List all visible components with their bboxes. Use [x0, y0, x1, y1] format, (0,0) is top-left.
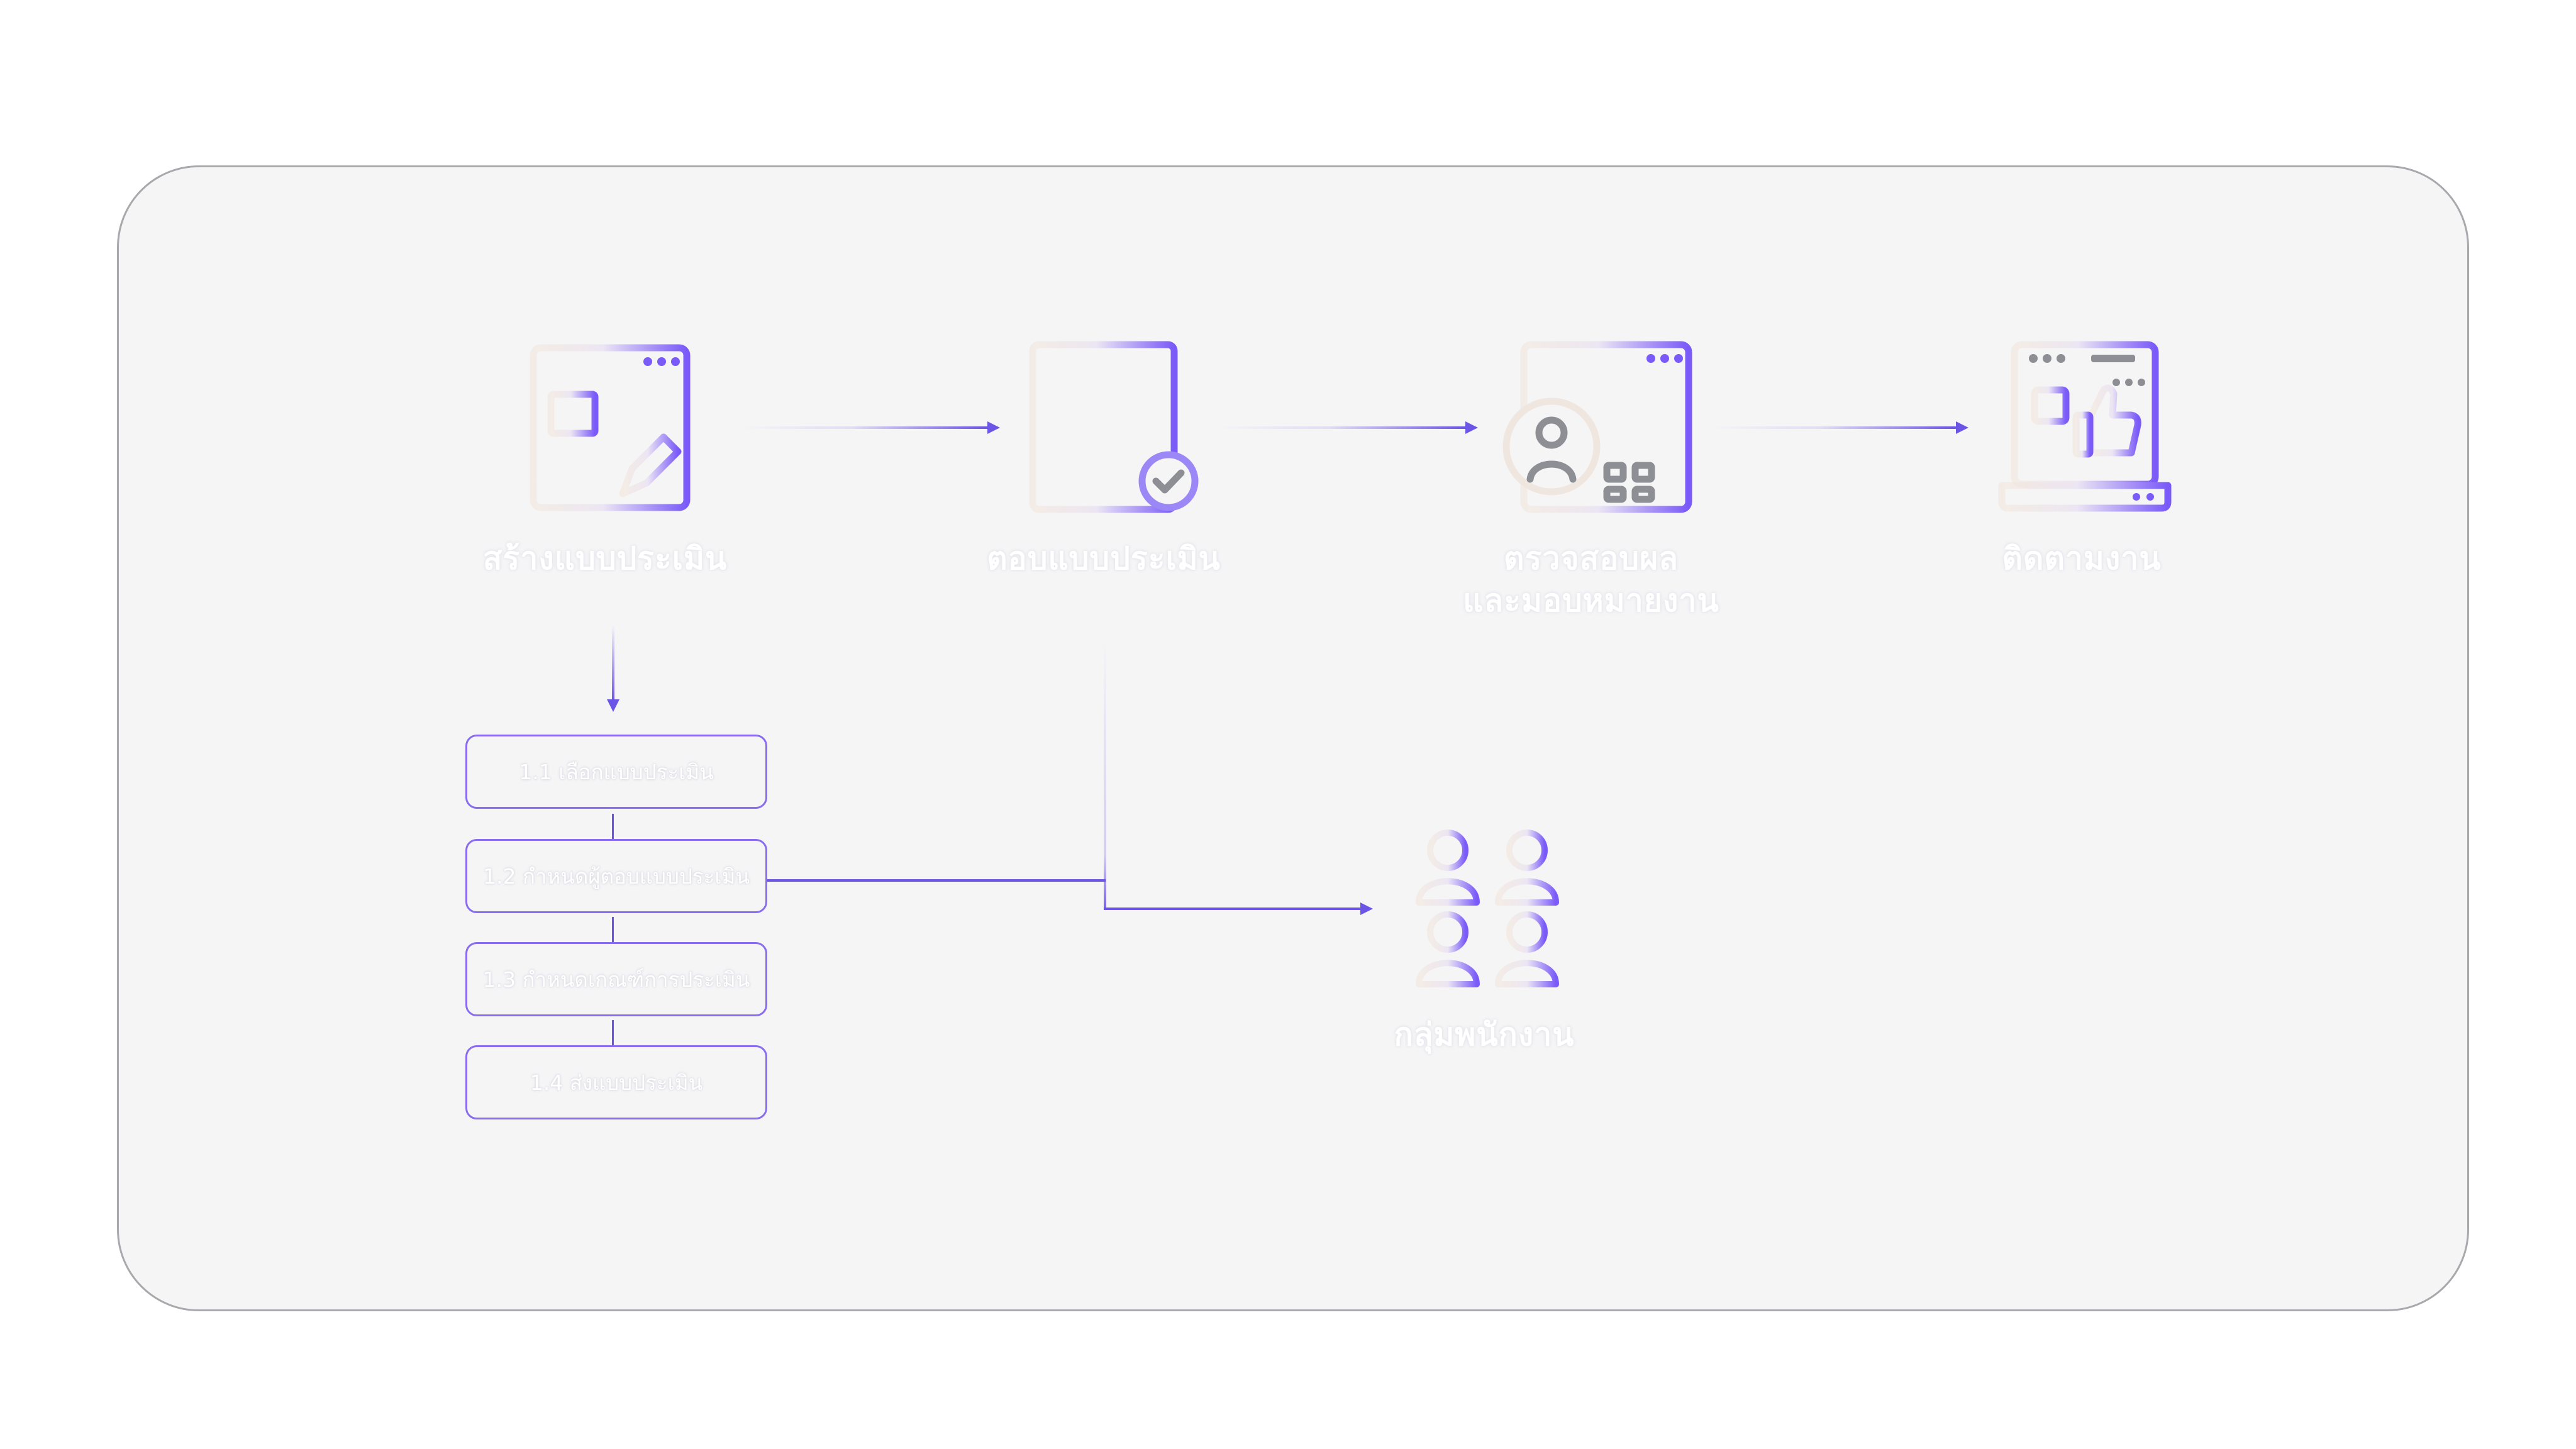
- substep-select-form: 1.1 เลือกแบบประเมิน: [465, 735, 767, 809]
- arrow-step2-to-step3: [1217, 421, 1478, 434]
- step-label-review-line1: ตรวจสอบผล: [1504, 540, 1679, 577]
- substep-send-form: 1.4 ส่งแบบประเมิน: [465, 1045, 767, 1119]
- profile-analytics-icon: [1502, 341, 1692, 513]
- step-label-review-line2: และมอบหมายงาน: [1463, 582, 1719, 619]
- arrow-to-employee-group: [767, 641, 1373, 915]
- laptop-like-icon: [1998, 341, 2172, 512]
- step-label-answer: ตอบแบบประเมิน: [987, 540, 1221, 577]
- arrow-step1-to-substeps: [607, 626, 619, 712]
- employee-group-label: กลุ่มพนักงาน: [1394, 1016, 1575, 1053]
- arrow-step3-to-step4: [1711, 421, 1968, 434]
- form-edit-icon: [530, 344, 691, 511]
- arrow-step1-to-step2: [742, 421, 1000, 434]
- employee-group-icon: [1416, 830, 1559, 987]
- step-label-track: ติดตามงาน: [2002, 540, 2162, 577]
- checklist-approved-icon: [1029, 341, 1199, 513]
- step-label-create: สร้างแบบประเมิน: [482, 540, 728, 577]
- substep-set-criteria: 1.3 กำหนดเกณฑ์การประเมิน: [465, 942, 767, 1016]
- substep-set-respondents: 1.2 กำหนดผู้ตอบแบบประเมิน: [465, 839, 767, 913]
